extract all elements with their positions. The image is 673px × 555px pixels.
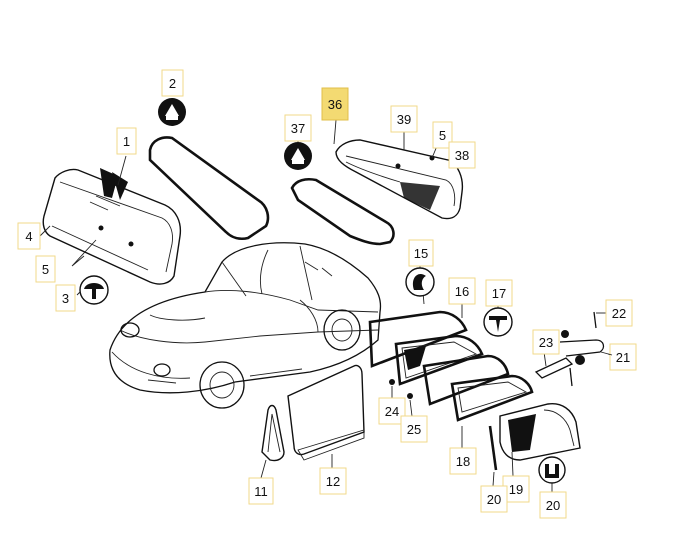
clip-icon xyxy=(76,275,109,305)
callout-22-text: 22 xyxy=(612,306,626,321)
callout-25[interactable]: 25 xyxy=(400,415,428,443)
callout-37[interactable]: 37 xyxy=(284,114,312,142)
rear-quarter-glass-19 xyxy=(488,403,581,487)
callout-25-text: 25 xyxy=(407,422,421,437)
callout-3[interactable]: 3 xyxy=(55,284,76,312)
callout-39[interactable]: 39 xyxy=(390,105,418,133)
callout-20b-text: 20 xyxy=(546,498,560,513)
rear-window-seal xyxy=(290,119,395,246)
callout-16[interactable]: 16 xyxy=(448,277,476,305)
callout-2-text: 2 xyxy=(169,76,176,91)
callout-5a[interactable]: 5 xyxy=(35,255,56,283)
callout-36-text: 36 xyxy=(328,97,342,112)
callout-5b-text: 5 xyxy=(439,128,446,143)
callout-24-text: 24 xyxy=(385,404,399,419)
rear-window-glass xyxy=(335,132,464,220)
callout-20b[interactable]: 20 xyxy=(539,491,567,519)
callout-21-text: 21 xyxy=(616,350,630,365)
callout-16-text: 16 xyxy=(455,284,469,299)
vent-window-frames xyxy=(368,291,534,448)
adhesive-tube-icon xyxy=(158,98,186,126)
callout-23[interactable]: 23 xyxy=(532,329,560,355)
callout-15-text: 15 xyxy=(414,246,428,261)
callout-23-text: 23 xyxy=(539,335,553,350)
callout-1[interactable]: 1 xyxy=(116,127,137,155)
callout-19-text: 19 xyxy=(509,482,523,497)
callout-5b[interactable]: 5 xyxy=(432,121,453,149)
clip-icon xyxy=(405,264,435,297)
seal-profile-icon xyxy=(538,456,566,492)
callout-11-text: 11 xyxy=(254,484,268,499)
windshield-group xyxy=(39,155,182,285)
callout-3-text: 3 xyxy=(62,291,69,306)
callout-15[interactable]: 15 xyxy=(408,239,434,267)
callout-18-text: 18 xyxy=(456,454,470,469)
callout-5a-text: 5 xyxy=(42,262,49,277)
pin-icon xyxy=(483,304,513,337)
callout-38[interactable]: 38 xyxy=(448,141,476,169)
car-body-drawing xyxy=(109,242,382,409)
callout-20a-text: 20 xyxy=(487,492,501,507)
window-hardware xyxy=(389,311,615,417)
callout-39-text: 39 xyxy=(397,112,411,127)
quarter-glass-front-11 xyxy=(260,404,285,479)
callout-4-text: 4 xyxy=(25,229,32,244)
callout-20a[interactable]: 20 xyxy=(480,485,508,513)
callout-12-text: 12 xyxy=(326,474,340,489)
callout-1-text: 1 xyxy=(123,134,130,149)
callout-37-text: 37 xyxy=(291,121,305,136)
callout-17[interactable]: 17 xyxy=(485,279,513,307)
callout-22[interactable]: 22 xyxy=(605,299,633,327)
callout-21[interactable]: 21 xyxy=(609,343,637,371)
callout-36[interactable]: 36 xyxy=(321,87,349,121)
door-glass-12 xyxy=(287,364,365,468)
callout-4[interactable]: 4 xyxy=(17,222,41,250)
callout-2[interactable]: 2 xyxy=(161,69,184,97)
callout-11[interactable]: 11 xyxy=(248,477,274,505)
callout-17-text: 17 xyxy=(492,286,506,301)
callout-12[interactable]: 12 xyxy=(319,467,347,495)
callout-38-text: 38 xyxy=(455,148,469,163)
callout-18[interactable]: 18 xyxy=(449,447,477,475)
adhesive-tube-icon xyxy=(284,140,312,170)
